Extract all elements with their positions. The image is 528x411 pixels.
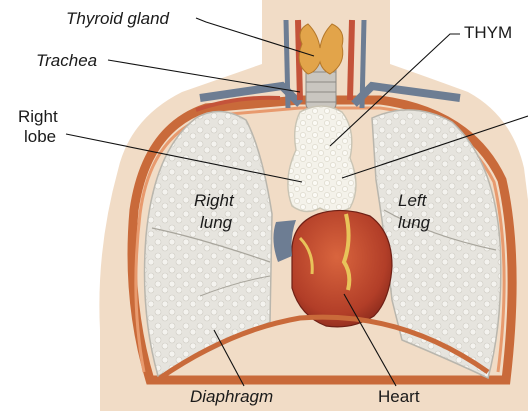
label-right-lung-line1: Right — [194, 191, 235, 210]
carotid-right — [347, 19, 355, 101]
thymus-gland — [287, 105, 357, 213]
leader-lines — [65, 17, 528, 387]
label-left-lung-line2: lung — [398, 213, 431, 232]
label-right-lobe-line1: Right — [18, 107, 58, 126]
label-thyroid-gland: Thyroid gland — [66, 9, 170, 28]
diaphragm-muscle — [158, 314, 490, 381]
thyroid-gland — [298, 23, 344, 75]
label-trachea: Trachea — [36, 51, 97, 70]
rib-cage — [127, 95, 517, 385]
label-heart: Heart — [378, 387, 420, 406]
label-right-lobe-line2: lobe — [24, 127, 56, 146]
heart-organ — [291, 209, 393, 328]
label-thymus: THYM — [464, 23, 512, 42]
label-right-lung-line2: lung — [200, 213, 233, 232]
label-left-lung-line1: Left — [398, 191, 428, 210]
left-vein — [199, 81, 303, 107]
label-diaphragm: Diaphragm — [190, 387, 273, 406]
